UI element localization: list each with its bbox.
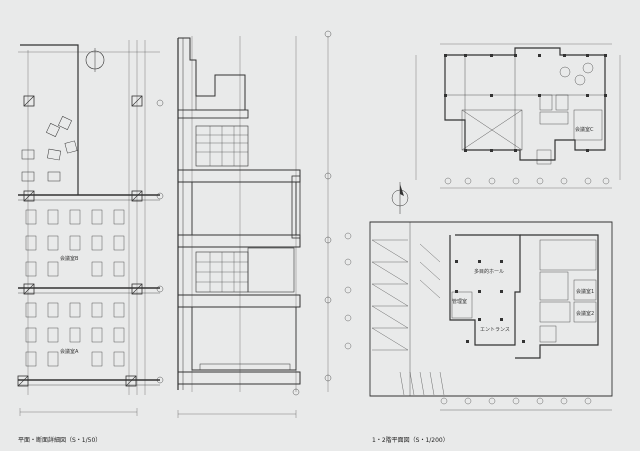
section-detail-drawing — [177, 30, 332, 418]
right-caption: 1・2階平面図（S・1/200） — [372, 437, 449, 444]
room-2-label: 会議室2 — [576, 311, 595, 317]
room-1-label: 会議室1 — [576, 289, 595, 295]
office-label: 管理室 — [452, 299, 468, 305]
room-label-a: 会議室A — [60, 349, 79, 355]
upper-plan-room-label: 会議室C — [575, 127, 594, 133]
entrance-label: エントランス — [480, 327, 510, 333]
hall-label: 多目的ホール — [474, 269, 505, 275]
first-floor-plan — [344, 221, 613, 411]
room-label-b: 会議室B — [60, 256, 79, 262]
second-floor-plan — [391, 43, 621, 214]
left-caption: 平面・断面詳細図（S・1/50） — [18, 437, 102, 444]
plan-detail-drawing — [17, 40, 164, 416]
